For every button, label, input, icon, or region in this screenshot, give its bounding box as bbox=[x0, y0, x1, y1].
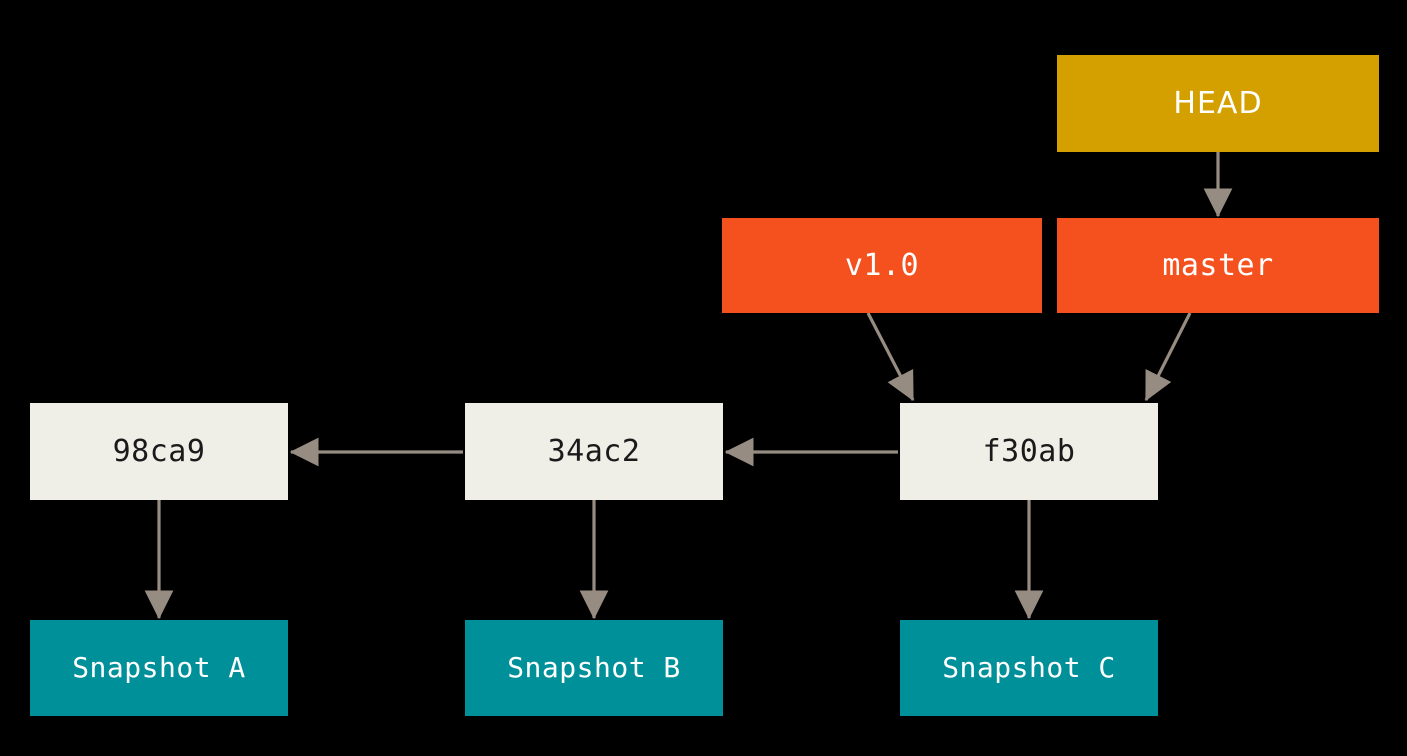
node-head-label: HEAD bbox=[1173, 85, 1263, 121]
node-tag-v1-0-label: v1.0 bbox=[844, 247, 920, 283]
node-head[interactable]: HEAD bbox=[1057, 55, 1379, 152]
node-commit-34ac2[interactable]: 34ac2 bbox=[465, 403, 723, 500]
node-snapshot-a-label: Snapshot A bbox=[72, 651, 246, 684]
edge-v10-to-f30ab bbox=[866, 312, 915, 402]
node-snapshot-b[interactable]: Snapshot B bbox=[465, 620, 723, 716]
node-branch-master[interactable]: master bbox=[1057, 218, 1379, 313]
node-snapshot-c[interactable]: Snapshot C bbox=[900, 620, 1158, 716]
node-commit-f30ab[interactable]: f30ab bbox=[900, 403, 1158, 500]
node-snapshot-b-label: Snapshot B bbox=[507, 651, 681, 684]
node-commit-98ca9[interactable]: 98ca9 bbox=[30, 403, 288, 500]
node-commit-98ca9-label: 98ca9 bbox=[112, 433, 206, 469]
node-branch-master-label: master bbox=[1162, 247, 1274, 283]
node-snapshot-a[interactable]: Snapshot A bbox=[30, 620, 288, 716]
node-commit-f30ab-label: f30ab bbox=[982, 433, 1076, 469]
edge-master-to-f30ab bbox=[1144, 312, 1192, 402]
node-tag-v1-0[interactable]: v1.0 bbox=[722, 218, 1042, 313]
node-commit-34ac2-label: 34ac2 bbox=[547, 433, 641, 469]
node-snapshot-c-label: Snapshot C bbox=[942, 651, 1116, 684]
